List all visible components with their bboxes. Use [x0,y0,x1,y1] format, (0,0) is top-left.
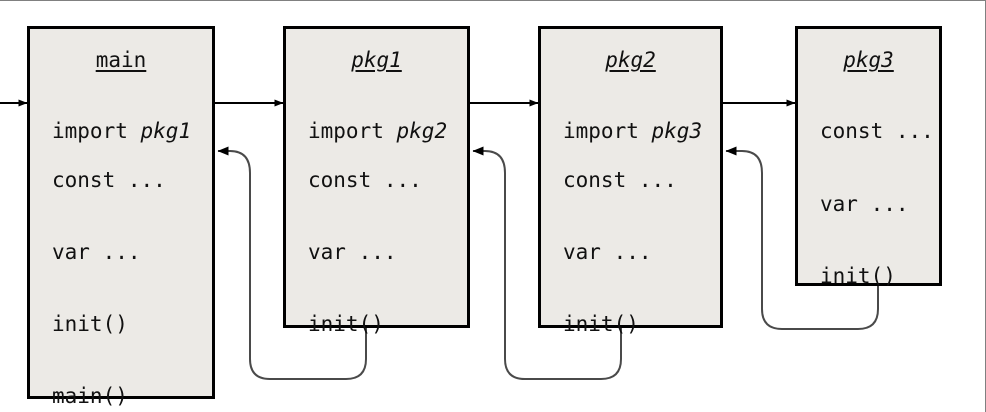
package-line-pkg1-init: init() [308,312,384,336]
line-emphasis: pkg1 [140,119,192,143]
package-line-pkg2-var: var ... [563,240,652,264]
package-line-main-var: var ... [52,240,141,264]
package-box-pkg2[interactable]: pkg2 import pkg3 const ... var ... init(… [538,26,723,335]
package-title-pkg1: pkg1 [351,48,402,72]
package-line-main-init: init() [52,312,128,336]
package-line-pkg2-import: import pkg3 [563,121,702,142]
line-text: import [563,119,652,143]
package-title-pkg3: pkg3 [843,48,894,72]
package-box-main[interactable]: main import pkg1 const ... var ... init(… [27,26,215,407]
line-text: import [308,119,397,143]
package-line-main-import: import pkg1 [52,121,191,142]
package-line-pkg3-var: var ... [820,192,909,216]
line-emphasis: pkg3 [651,119,703,143]
package-line-pkg1-var: var ... [308,240,397,264]
package-title-pkg2: pkg2 [605,48,656,72]
package-line-pkg2-const: const ... [563,168,677,192]
package-title-main: main [95,48,147,72]
line-text: import [52,119,141,143]
package-box-pkg1[interactable]: pkg1 import pkg2 const ... var ... init(… [283,26,470,335]
package-line-main-main: main() [52,384,128,408]
package-line-pkg3-const: const ... [820,119,934,143]
package-box-pkg3[interactable]: pkg3 const ... var ... init() [795,26,942,288]
package-line-main-const: const ... [52,168,166,192]
line-emphasis: pkg2 [396,119,448,143]
package-line-pkg1-const: const ... [308,168,422,192]
package-line-pkg2-init: init() [563,312,639,336]
package-line-pkg1-import: import pkg2 [308,121,447,142]
package-line-pkg3-init: init() [820,264,896,288]
